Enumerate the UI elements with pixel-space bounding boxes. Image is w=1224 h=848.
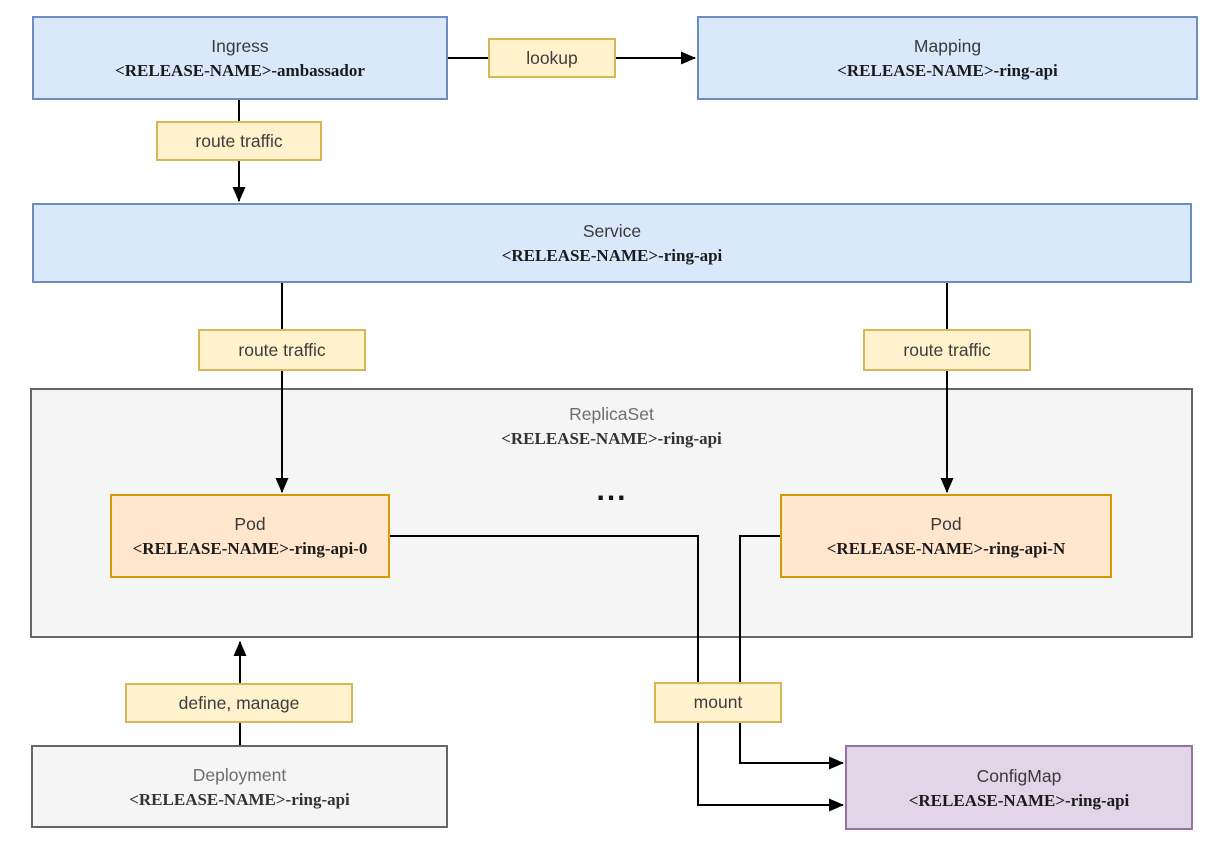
mapping-node: Mapping <RELEASE-NAME>-ring-api: [697, 16, 1198, 100]
pod-0-subtitle: <RELEASE-NAME>-ring-api-0: [132, 539, 368, 558]
edge-pod0-to-configmap: [390, 535, 844, 812]
replicaset-subtitle: <RELEASE-NAME>-ring-api: [501, 429, 722, 448]
more-pods-ellipsis: ...: [596, 474, 628, 507]
edge-podn-to-configmap: [739, 535, 844, 770]
route-traffic-podn-label: route traffic: [863, 329, 1031, 371]
pod-n-title: Pod: [930, 514, 962, 534]
service-node: Service <RELEASE-NAME>-ring-api: [32, 203, 1192, 283]
service-title: Service: [582, 221, 642, 241]
replicaset-title: ReplicaSet: [569, 404, 654, 424]
define-manage-edge-label: define, manage: [125, 683, 353, 723]
pod-0-node: Pod <RELEASE-NAME>-ring-api-0: [110, 494, 390, 578]
pod-0-title: Pod: [234, 514, 266, 534]
mapping-subtitle: <RELEASE-NAME>-ring-api: [837, 61, 1058, 80]
route-traffic-ingress-label: route traffic: [156, 121, 322, 161]
ingress-title: Ingress: [211, 36, 269, 56]
ingress-node: Ingress <RELEASE-NAME>-ambassador: [32, 16, 448, 100]
configmap-title: ConfigMap: [976, 765, 1062, 786]
service-subtitle: <RELEASE-NAME>-ring-api: [501, 246, 723, 265]
configmap-subtitle: <RELEASE-NAME>-ring-api: [908, 790, 1130, 810]
mapping-title: Mapping: [913, 36, 982, 56]
lookup-edge-label: lookup: [488, 38, 616, 78]
mount-edge-label: mount: [654, 682, 782, 723]
configmap-node: ConfigMap <RELEASE-NAME>-ring-api: [845, 745, 1193, 830]
deployment-node: Deployment <RELEASE-NAME>-ring-api: [31, 745, 448, 828]
route-traffic-pod0-label: route traffic: [198, 329, 366, 371]
ingress-subtitle: <RELEASE-NAME>-ambassador: [115, 61, 365, 80]
pod-n-node: Pod <RELEASE-NAME>-ring-api-N: [780, 494, 1112, 578]
pod-n-subtitle: <RELEASE-NAME>-ring-api-N: [826, 539, 1066, 558]
deployment-subtitle: <RELEASE-NAME>-ring-api: [129, 789, 350, 809]
deployment-title: Deployment: [192, 764, 287, 785]
